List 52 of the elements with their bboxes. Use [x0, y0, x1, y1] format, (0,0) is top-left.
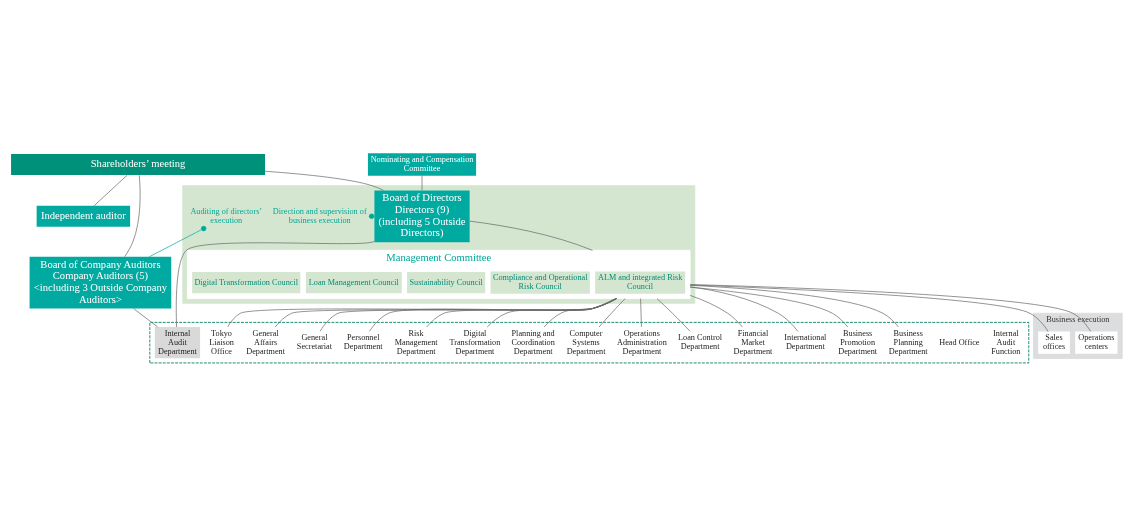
connector [148, 225, 207, 257]
node-text: Financial Market Department [733, 328, 773, 356]
connector [426, 297, 617, 327]
node-text: Business Planning Department [888, 328, 928, 356]
node-text: Business Promotion Department [838, 328, 878, 356]
node-box: Loan Management Council [305, 271, 402, 293]
connector [689, 286, 799, 332]
connector [598, 297, 626, 327]
connector [656, 297, 691, 332]
node-text: Operations Administration Department [617, 328, 667, 356]
node-text: Loan Control Department [678, 332, 723, 351]
node-text: Computer Systems Department [566, 328, 606, 356]
connector [640, 297, 642, 327]
node-box: Board of Company Auditors Company Auditors (5) <including 3 Outside Company Auditors> [29, 256, 172, 309]
connector [93, 174, 128, 206]
node-text: Auditing of directors’ execution [190, 206, 263, 225]
connector [689, 284, 899, 327]
node-box: Internal Audit Department [154, 326, 201, 358]
connector [486, 297, 617, 327]
node-text: Head Office [939, 337, 980, 347]
node-box: Compliance and Operational Risk Council [490, 271, 590, 294]
node-text: General Affairs Department [246, 328, 286, 356]
connector [543, 297, 616, 327]
connector [421, 174, 423, 191]
connector [369, 297, 617, 332]
connector [133, 307, 158, 327]
cluster [182, 184, 696, 304]
node-box: Sales offices [1038, 331, 1070, 354]
node-box: Digital Transformation Council [192, 271, 301, 293]
node-text: Planning and Coordination Department [511, 328, 555, 356]
node-text: General Secretariat [296, 332, 332, 351]
node-box: ALM and integrated Risk Council [595, 271, 686, 294]
connector [175, 240, 375, 327]
node-text: Tokyo Liaison Office [209, 328, 234, 356]
node-box: Operations centers [1075, 331, 1118, 354]
node-box: Sustainability Council [407, 271, 486, 293]
node-box: Independent auditor [36, 205, 131, 227]
connector [689, 286, 849, 327]
label: Internal Audit Function [991, 328, 1021, 356]
connector [264, 170, 384, 191]
cluster [149, 321, 1030, 363]
node-text: Personnel Department [343, 332, 383, 351]
connector [469, 220, 593, 251]
node-box: Nominating and Compensation Committee [367, 152, 477, 176]
node-text: Direction and supervision of business execution [272, 206, 367, 225]
connector [319, 297, 617, 332]
connector [689, 294, 743, 327]
node-text: International Department [784, 332, 827, 351]
node-text: Risk Management Department [394, 328, 438, 356]
node-box: Shareholders’ meeting [11, 153, 266, 175]
connector [124, 174, 141, 257]
node-text: Digital Transformation Department [449, 328, 501, 356]
